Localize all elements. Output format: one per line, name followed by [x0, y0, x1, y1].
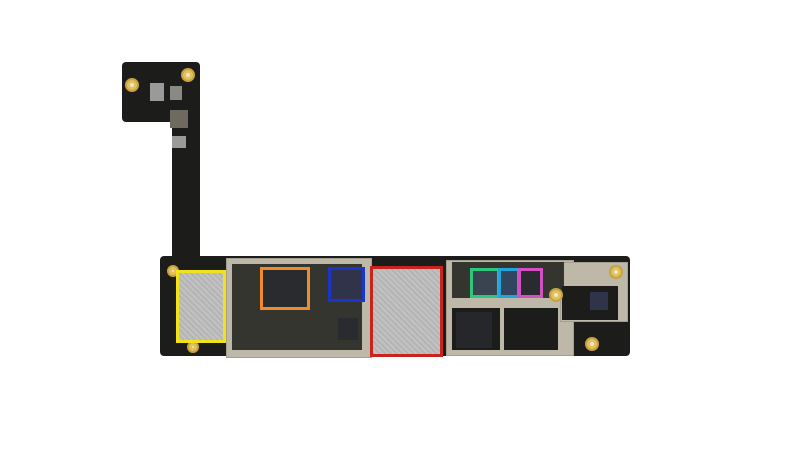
arm-chip	[150, 83, 164, 101]
chip-magenta	[521, 271, 540, 295]
chip-red-can	[373, 269, 440, 354]
arm-chip	[172, 136, 186, 148]
highlight-cyan	[498, 268, 520, 298]
chip-a-series	[263, 270, 307, 307]
chip-lower	[456, 312, 492, 348]
component-area	[504, 308, 558, 350]
board-arm	[172, 110, 200, 270]
highlight-green	[470, 268, 500, 298]
arm-chip	[170, 110, 188, 128]
chip-cyan	[501, 271, 517, 295]
chip-left-can	[178, 272, 224, 341]
chip-lower	[590, 292, 608, 310]
chip-lower	[338, 318, 358, 340]
mount-hole	[609, 265, 623, 279]
mount-hole	[125, 78, 139, 92]
mount-hole	[181, 68, 195, 82]
highlight-red	[370, 266, 443, 357]
highlight-magenta	[518, 268, 543, 298]
chip-green	[473, 271, 497, 295]
highlight-orange	[260, 267, 310, 310]
arm-chip	[170, 86, 182, 100]
mount-hole	[549, 288, 563, 302]
mount-hole	[585, 337, 599, 351]
highlight-blue	[328, 267, 365, 302]
chip-blue	[331, 270, 362, 299]
highlight-yellow	[176, 270, 226, 343]
